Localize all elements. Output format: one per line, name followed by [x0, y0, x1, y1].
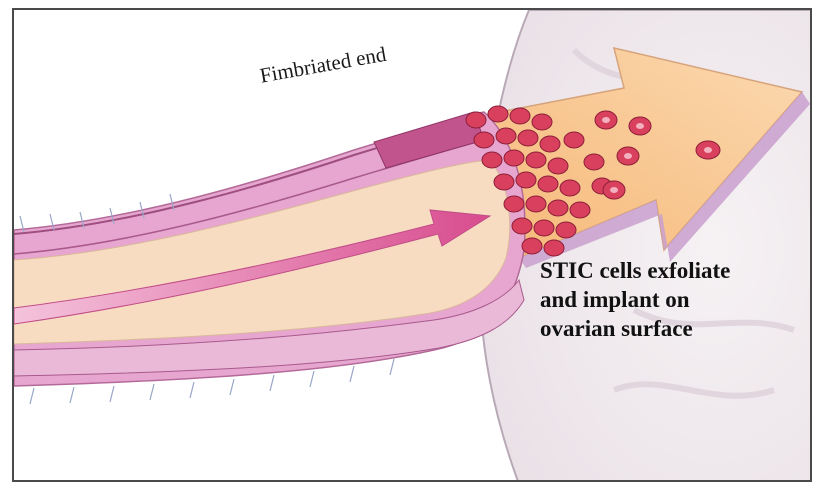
stic-line-2: and implant on — [540, 285, 730, 314]
illustration — [14, 10, 812, 482]
label-stic-description: STIC cells exfoliate and implant on ovar… — [540, 256, 730, 343]
stic-line-1: STIC cells exfoliate — [540, 256, 730, 285]
stic-line-3: ovarian surface — [540, 314, 730, 343]
figure-frame — [12, 8, 812, 482]
